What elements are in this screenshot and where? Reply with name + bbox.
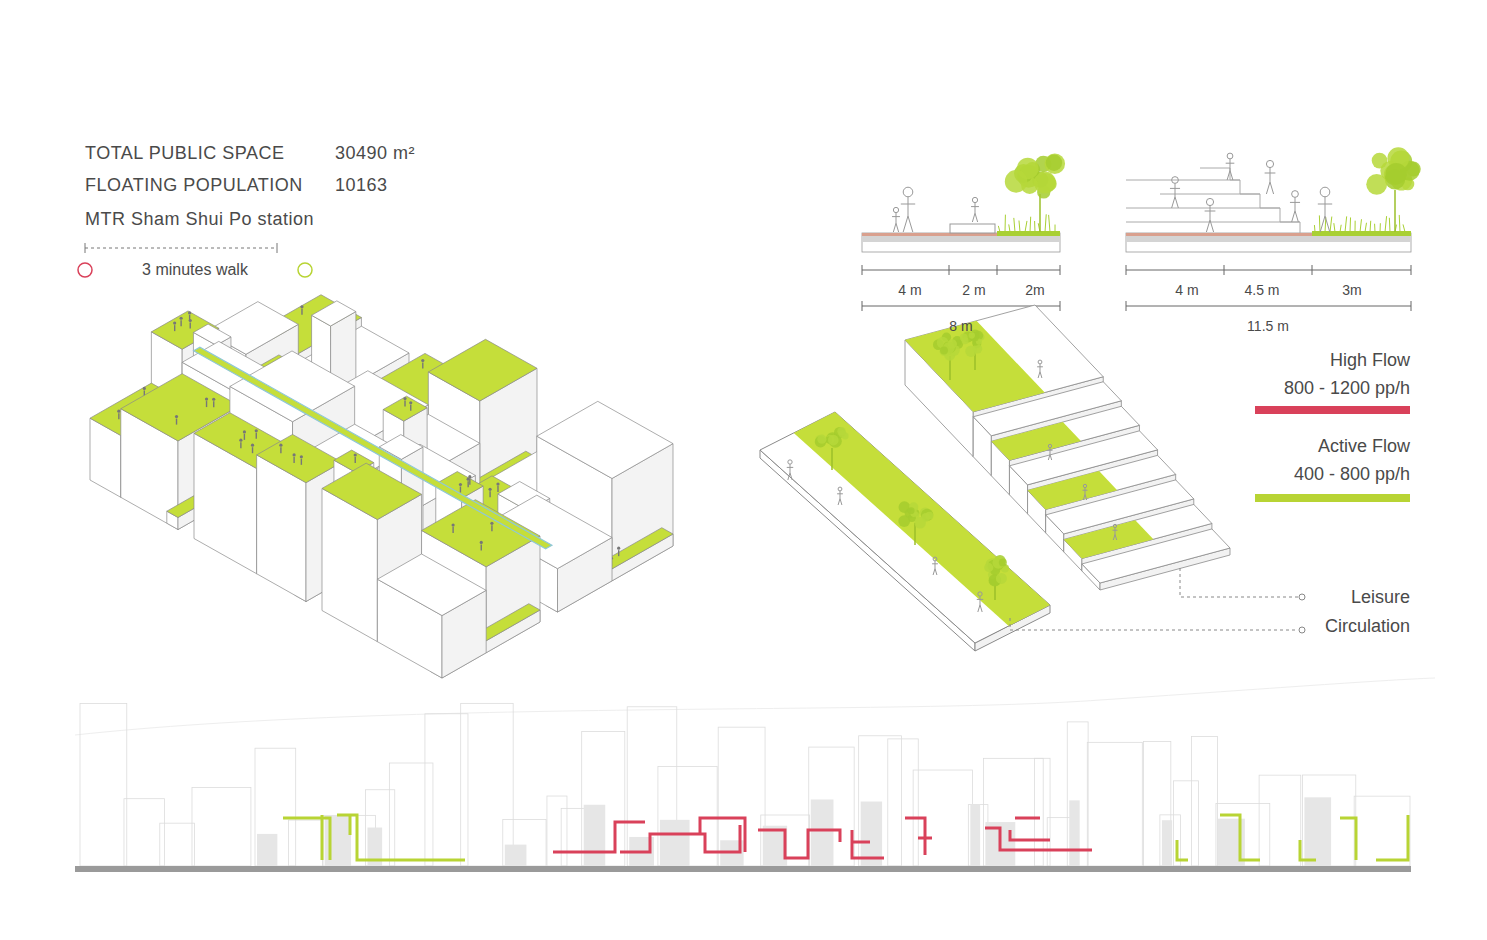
dimension-label: 4.5 m [1244, 283, 1279, 297]
info-label: 30490 m² [335, 144, 415, 162]
axonometric-city [90, 295, 673, 678]
legend-swatch [1255, 406, 1410, 414]
callout-label: Leisure [1351, 588, 1410, 606]
legend-swatch [1255, 494, 1410, 502]
info-label: 800 - 1200 pp/h [1284, 379, 1410, 397]
dimension-label: 2 m [962, 283, 985, 297]
callout-label: Circulation [1325, 617, 1410, 635]
dimension-label: 8 m [949, 319, 972, 333]
dimension-label: 2m [1025, 283, 1044, 297]
dimension-label: 4 m [898, 283, 921, 297]
info-label: MTR Sham Shui Po station [85, 210, 314, 228]
info-label: FLOATING POPULATION [85, 176, 303, 194]
info-label: TOTAL PUBLIC SPACE [85, 144, 284, 162]
walk-scale [78, 243, 312, 277]
info-label: 400 - 800 pp/h [1294, 465, 1410, 483]
info-label: 10163 [335, 176, 388, 194]
isometric-strips [760, 305, 1230, 651]
dimension-label: 4 m [1175, 283, 1198, 297]
dimension-label: 11.5 m [1247, 319, 1289, 333]
legend-label: High Flow [1330, 351, 1410, 369]
dimension-label: 3m [1342, 283, 1361, 297]
street-sections [862, 147, 1421, 311]
skyline-section [75, 678, 1435, 872]
info-label: 3 minutes walk [142, 262, 248, 278]
legend-label: Active Flow [1318, 437, 1410, 455]
leader-lines [1010, 568, 1305, 633]
